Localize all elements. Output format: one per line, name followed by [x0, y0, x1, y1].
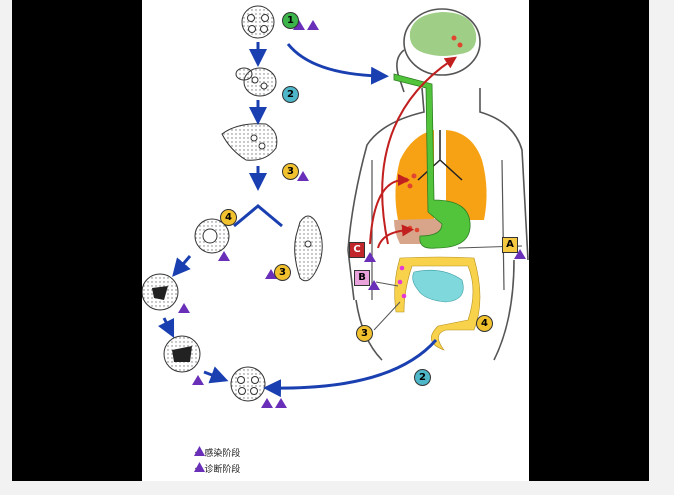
metacystic-amoeba: [221, 123, 278, 161]
stage-arrows: [157, 42, 438, 398]
immature-cyst-2: [163, 335, 201, 373]
intestine-trophozoite-dots: [397, 265, 407, 299]
stage-marker-2: 2: [282, 86, 299, 103]
site-label-a: A: [502, 237, 518, 253]
path-to-lungs: [369, 174, 410, 245]
site-label-c: C: [349, 242, 365, 258]
stage-marker-3: 3: [356, 325, 373, 342]
esophagus-stomach: [393, 73, 471, 249]
immature-cyst-1: [142, 273, 179, 311]
path-to-liver: [377, 224, 414, 249]
brain: [409, 12, 477, 56]
stage-marker-3: 3: [282, 163, 299, 180]
precyst: [194, 218, 230, 254]
legend-infective: = 感染阶段: [194, 446, 240, 459]
life-cycle-diagram: 1 2 3 4 3 3 4 2 A B C = 感染阶段 = 诊断阶段: [142, 0, 529, 481]
left-letterbox: [12, 0, 142, 481]
infective-stage-icon: [194, 446, 205, 456]
legend-diagnostic-label: = 诊断阶段: [194, 465, 241, 475]
human-body-outline: [347, 8, 529, 361]
excysting-cyst: [235, 67, 277, 97]
diagnostic-stage-icon: [194, 462, 205, 472]
stage-marker-4: 4: [476, 315, 493, 332]
path-to-brain: [381, 56, 457, 245]
cyst-mature-top: [241, 5, 275, 39]
large-intestine: [394, 256, 481, 351]
stage-marker-2: 2: [414, 369, 431, 386]
infective-stage-badges: [261, 20, 319, 408]
legend-diagnostic: = 诊断阶段: [194, 462, 240, 475]
brain-infection-dots: [451, 35, 463, 48]
stage-marker-3: 3: [274, 264, 291, 281]
site-label-b: B: [354, 270, 370, 286]
legend-infective-label: = 感染阶段: [194, 449, 241, 459]
trophozoite-amoeba: [294, 215, 323, 282]
lung-right: [446, 130, 487, 220]
stage-marker-1: 1: [282, 12, 299, 29]
right-letterbox: [529, 0, 649, 481]
small-intestine: [412, 269, 464, 303]
cyst-mature-bottom: [230, 366, 266, 402]
stage-marker-4: 4: [220, 209, 237, 226]
